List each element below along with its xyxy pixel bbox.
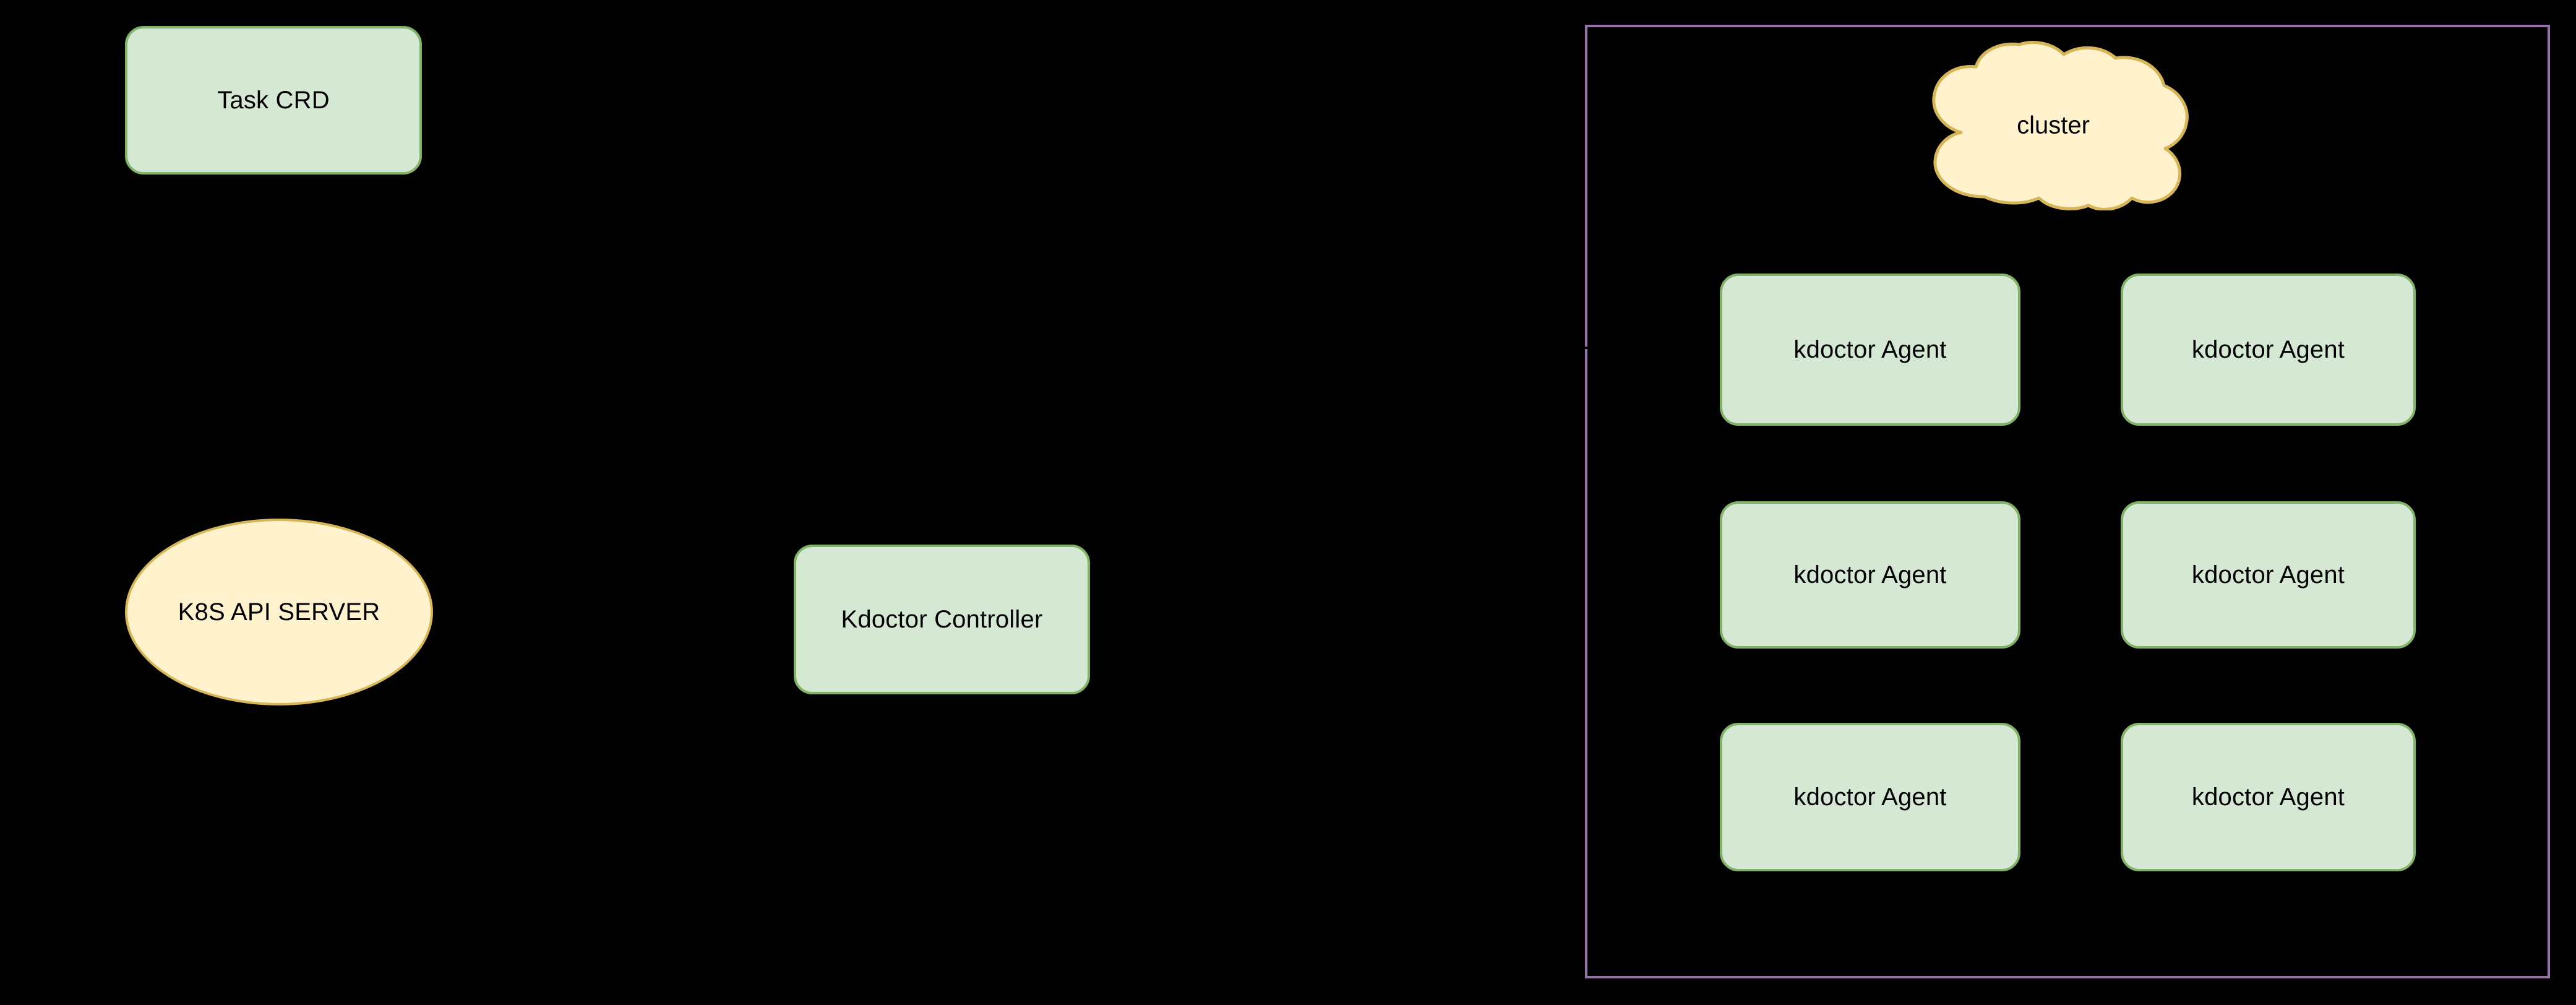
node-kdoctor-agent-label: kdoctor Agent <box>1793 783 1947 811</box>
node-k8s-api-server[interactable]: K8S API SERVER <box>125 519 433 705</box>
cloud-icon <box>1932 41 2189 210</box>
node-kdoctor-agent-label: kdoctor Agent <box>1793 336 1947 363</box>
node-kdoctor-agent[interactable]: kdoctor Agent <box>1720 274 2020 426</box>
node-task-crd[interactable]: Task CRD <box>125 26 422 175</box>
node-kdoctor-agent[interactable]: kdoctor Agent <box>2121 501 2416 649</box>
node-task-crd-label: Task CRD <box>217 87 330 114</box>
node-cluster-cloud[interactable]: cluster <box>1917 41 2190 210</box>
node-kdoctor-agent-label: kdoctor Agent <box>2191 561 2345 589</box>
node-kdoctor-agent-label: kdoctor Agent <box>2191 783 2345 811</box>
cluster-boundary-container[interactable] <box>1585 25 2550 978</box>
node-kdoctor-agent[interactable]: kdoctor Agent <box>1720 501 2020 649</box>
node-kdoctor-agent[interactable]: kdoctor Agent <box>2121 274 2416 426</box>
node-kdoctor-agent-label: kdoctor Agent <box>1793 561 1947 589</box>
connector-edge <box>1585 347 1720 349</box>
node-k8s-api-server-label: K8S API SERVER <box>178 598 380 626</box>
node-kdoctor-controller-label: Kdoctor Controller <box>841 606 1043 633</box>
node-kdoctor-agent[interactable]: kdoctor Agent <box>1720 723 2020 871</box>
node-kdoctor-controller[interactable]: Kdoctor Controller <box>794 545 1090 694</box>
node-kdoctor-agent-label: kdoctor Agent <box>2191 336 2345 363</box>
node-kdoctor-agent[interactable]: kdoctor Agent <box>2121 723 2416 871</box>
